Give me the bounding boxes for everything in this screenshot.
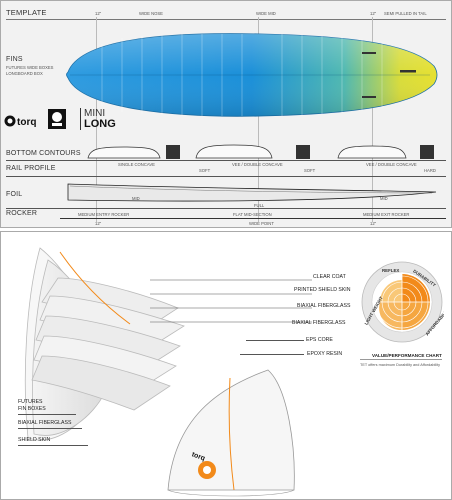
bottom-contours-label: BOTTOM CONTOURS bbox=[6, 150, 81, 157]
nose-dim: 12" bbox=[95, 11, 102, 16]
rocker-mark-2: WIDE POINT bbox=[249, 221, 274, 226]
rail-2: SOFT bbox=[304, 168, 316, 173]
foil-divider bbox=[6, 208, 446, 209]
layer-epoxy-resin: EPOXY RESIN bbox=[307, 351, 343, 357]
foil-mark-2: MID bbox=[380, 196, 388, 201]
chart-subtitle: TET offers maximum Durability and Afford… bbox=[360, 363, 440, 367]
fin-boxes-leader bbox=[18, 414, 76, 415]
template-label: TEMPLATE bbox=[6, 8, 47, 17]
rocker-line bbox=[60, 218, 446, 219]
rocker-3: MEDIUM EXIT ROCKER bbox=[363, 212, 410, 217]
guide-line-nose bbox=[96, 17, 97, 222]
svg-text:torq: torq bbox=[191, 451, 206, 462]
layer-biaxial-fiberglass-2: BIAXIAL FIBERGLASS bbox=[292, 320, 346, 326]
layer-biaxial-fiberglass-1: BIAXIAL FIBERGLASS bbox=[297, 303, 351, 309]
label-fin-boxes-2: FIN BOXES bbox=[18, 406, 46, 412]
rail-3: HARD bbox=[424, 168, 436, 173]
rocker-mark-3: 12" bbox=[370, 221, 377, 226]
contour-3: VEE / DOUBLE CONCAVE bbox=[366, 162, 417, 167]
tail-dim: 12" bbox=[370, 11, 377, 16]
value-performance-chart: REFLEX DURABILITY LIGHT WEIGHT AFFORDABI… bbox=[361, 261, 444, 343]
contour-1: SINGLE CONCAVE bbox=[118, 162, 155, 167]
guide-line-mid bbox=[258, 17, 259, 222]
tail-shape-label: SEMI PULLED IN TAIL bbox=[384, 11, 427, 16]
biaxial-leader bbox=[18, 428, 82, 429]
guide-line-tail bbox=[372, 17, 373, 222]
torq-logo-text: torq bbox=[17, 117, 36, 128]
label-shield-skin: SHIELD SKIN bbox=[18, 437, 51, 443]
board-outline bbox=[66, 33, 438, 117]
foil-label: FOIL bbox=[6, 191, 23, 198]
rocker-label: ROCKER bbox=[6, 210, 38, 217]
torq-logo: torq bbox=[4, 115, 36, 128]
bottom-contours-divider bbox=[6, 160, 446, 161]
chart-label-reflex: REFLEX bbox=[382, 268, 399, 273]
model-name-top: MINI bbox=[84, 108, 106, 119]
rail-divider bbox=[6, 176, 446, 177]
chart-title-divider bbox=[360, 359, 442, 360]
wide-nose-label: WIDE NOSE bbox=[139, 11, 163, 16]
rail-1: SOFT bbox=[199, 168, 211, 173]
layer-eps-core: EPS CORE bbox=[306, 337, 333, 343]
model-name-bottom: LONG bbox=[84, 118, 116, 130]
wide-mid-label: WIDE MID bbox=[256, 11, 276, 16]
contour-sections bbox=[87, 144, 434, 159]
layers-illustration bbox=[24, 247, 295, 497]
model-divider bbox=[80, 108, 81, 130]
rocker-1: MEDIUM ENTRY ROCKER bbox=[78, 212, 130, 217]
contour-2: VEE / DOUBLE CONCAVE bbox=[232, 162, 283, 167]
layer-leader-lines bbox=[150, 279, 312, 323]
label-biaxial-fiberglass-left: BIAXIAL FIBERGLASS bbox=[18, 420, 72, 426]
chart-title: VALUE/PERFORMANCE CHART bbox=[372, 353, 442, 358]
foil-mark-1: MID bbox=[132, 196, 140, 201]
layer-printed-shield-skin: PRINTED SHIELD SKIN bbox=[294, 287, 351, 293]
foil-center: FULL bbox=[254, 203, 265, 208]
layer-clear-coat: CLEAR COAT bbox=[313, 274, 346, 280]
fins-label: FINS bbox=[6, 56, 23, 63]
shield-skin-leader bbox=[18, 445, 88, 446]
rail-profile-label: RAIL PROFILE bbox=[6, 165, 56, 172]
fins-desc-2: LONGBOARD BOX bbox=[6, 71, 43, 76]
torq-emblem-icon bbox=[48, 109, 66, 129]
eps-leader-line bbox=[246, 340, 304, 341]
fins-desc-1: FUTURES WIDE BOXES bbox=[6, 65, 54, 70]
rocker-mark-1: 12" bbox=[95, 221, 102, 226]
template-divider bbox=[6, 19, 446, 20]
foil-shape bbox=[67, 183, 437, 202]
label-fin-boxes-1: FUTURES bbox=[18, 399, 43, 405]
epoxy-leader-line bbox=[240, 354, 304, 355]
rocker-2: FLAT MID-SECTION bbox=[233, 212, 272, 217]
board-logo-icon: torq bbox=[191, 451, 216, 479]
